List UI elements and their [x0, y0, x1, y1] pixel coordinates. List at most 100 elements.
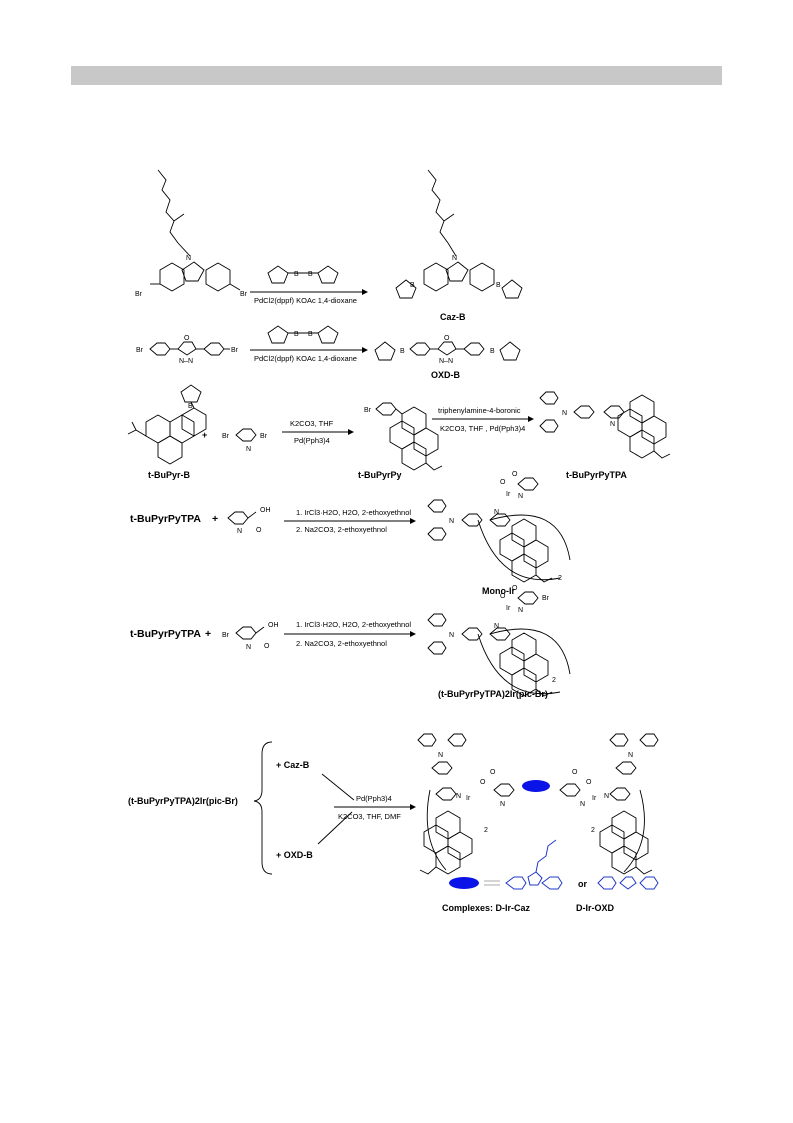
step6-option-oxd: + OXD-B — [276, 850, 313, 860]
svg-text:O: O — [480, 779, 486, 786]
step5-reactant: t-BuPyrPyTPA — [130, 628, 201, 640]
step2-conditions: PdCl2(dppf) KOAc 1,4-dioxane — [254, 354, 357, 363]
step6-dinuclear-complex: N N Ir O O N O O N Ir N N — [417, 733, 659, 875]
step3-intermediate-label: t-BuPyrPy — [358, 470, 402, 480]
step4-arrowhead — [410, 518, 416, 524]
svg-text:B: B — [294, 271, 299, 278]
step5-bromopicolinic-acid: Br OH O N — [222, 622, 279, 651]
svg-text:N: N — [562, 410, 567, 417]
svg-text:B: B — [294, 331, 299, 338]
step6-oxd-pointer — [317, 811, 353, 845]
svg-text:O: O — [512, 471, 518, 478]
step1-product-carbazole-bpin: N B B — [395, 169, 523, 299]
svg-text:N–N: N–N — [179, 358, 193, 365]
svg-text:N: N — [518, 493, 523, 500]
step3-conditions2-top: triphenylamine-4-boronic — [438, 406, 521, 415]
step1-product-label: Caz-B — [440, 312, 466, 322]
step3-plus: + — [202, 430, 207, 440]
svg-text:O: O — [490, 769, 496, 776]
svg-text:Br: Br — [364, 407, 372, 414]
svg-text:B: B — [308, 271, 313, 278]
step6-conditions-top: Pd(Pph3)4 — [356, 794, 392, 803]
svg-text:N: N — [494, 509, 499, 516]
step6-option-caz: + Caz-B — [276, 760, 310, 770]
step1-arrowhead — [362, 289, 368, 295]
step5-conditions-bottom: 2. Na2CO3, 2-ethoxyethnol — [296, 639, 387, 648]
step5-conditions-top: 1. IrCl3·H2O, H2O, 2-ethoxyethnol — [296, 620, 411, 629]
step3-arrowhead1 — [348, 429, 354, 435]
step4-conditions-top: 1. IrCl3·H2O, H2O, 2-ethoxyethnol — [296, 508, 411, 517]
legend-carbazole-blue — [505, 839, 563, 890]
svg-text:OH: OH — [268, 622, 279, 629]
step5-product-label: (t-BuPyrPyTPA)2Ir(pic-Br) — [438, 689, 548, 699]
step2-reagent-b2pin2: B B — [267, 325, 339, 344]
svg-text:O: O — [572, 769, 578, 776]
step1-reagent-b2pin2: B B — [267, 265, 339, 284]
svg-text:Ir: Ir — [506, 605, 511, 612]
svg-text:Br: Br — [136, 347, 144, 354]
step2-product-oxd-bpin: B B O N–N — [374, 335, 521, 365]
step4-picolinic-acid: OH O N — [227, 507, 271, 535]
step3-arrowhead2 — [528, 416, 534, 422]
step4-conditions-bottom: 2. Na2CO3, 2-ethoxyethnol — [296, 525, 387, 534]
step2-arrowhead — [362, 347, 368, 353]
step6-subscript-right: 2 — [591, 827, 595, 834]
svg-text:Ir: Ir — [506, 491, 511, 498]
svg-text:O: O — [184, 335, 190, 342]
svg-text:N: N — [246, 446, 251, 453]
svg-text:B: B — [490, 348, 495, 355]
svg-text:Br: Br — [542, 595, 550, 602]
svg-text:B: B — [188, 403, 193, 410]
svg-text:Br: Br — [260, 433, 268, 440]
header-bar — [71, 66, 722, 85]
step3-conditions-top: K2CO3, THF — [290, 419, 334, 428]
svg-text:O: O — [444, 335, 450, 342]
svg-text:N: N — [500, 801, 505, 808]
step3-product-label: t-BuPyrPyTPA — [566, 470, 627, 480]
svg-text:N: N — [628, 752, 633, 759]
svg-text:N: N — [237, 528, 242, 535]
step4-plus: + — [212, 513, 218, 525]
step4-subscript-two: 2 — [558, 575, 562, 582]
svg-text:N: N — [246, 644, 251, 651]
step3-conditions2-bottom: K2CO3, THF , Pd(Pph3)4 — [440, 424, 525, 433]
step3-product-structure: N N — [539, 391, 671, 459]
step3-reactant-pyrene-bpin: B — [127, 384, 207, 465]
step2-product-label: OXD-B — [431, 370, 461, 380]
step3-intermediate-structure: Br — [364, 402, 443, 471]
legend-oxadiazole-blue — [597, 876, 659, 890]
svg-text:OH: OH — [260, 507, 271, 514]
svg-text:Br: Br — [222, 433, 230, 440]
svg-text:N: N — [494, 623, 499, 630]
svg-text:O: O — [512, 585, 518, 592]
svg-text:N: N — [438, 752, 443, 759]
svg-text:N: N — [518, 607, 523, 614]
step4-product-structure: N N Ir O O N — [427, 471, 571, 583]
step2-reactant-oxd: Br Br O N–N — [136, 335, 239, 365]
svg-text:N: N — [580, 801, 585, 808]
step6-brace — [253, 741, 273, 875]
svg-text:Br: Br — [231, 347, 239, 354]
svg-text:N: N — [449, 518, 454, 525]
step5-product-structure: N N Ir Br O O N — [427, 585, 571, 697]
step6-arrowhead — [410, 804, 416, 810]
step1-br-right: Br — [240, 291, 248, 298]
step5-plus: + — [205, 628, 211, 640]
step1-br-left: Br — [135, 291, 143, 298]
svg-text:N: N — [610, 421, 615, 428]
step6-conditions-bottom: K2CO3, THF, DMF — [338, 812, 401, 821]
step6-subscript-left: 2 — [484, 827, 488, 834]
svg-text:Br: Br — [222, 632, 230, 639]
step1-reactant-carbazole: N Br Br — [135, 169, 248, 298]
step6-reactant: (t-BuPyrPyTPA)2Ir(pic-Br) — [128, 796, 238, 806]
svg-text:B: B — [400, 348, 405, 355]
svg-text:N–N: N–N — [439, 358, 453, 365]
svg-text:O: O — [500, 479, 506, 486]
svg-text:B: B — [308, 331, 313, 338]
svg-text:N: N — [456, 793, 461, 800]
svg-text:O: O — [264, 643, 270, 650]
step3-conditions-bottom: Pd(Pph3)4 — [294, 436, 330, 445]
svg-text:N: N — [452, 255, 457, 262]
step1-n-label: N — [186, 255, 191, 262]
